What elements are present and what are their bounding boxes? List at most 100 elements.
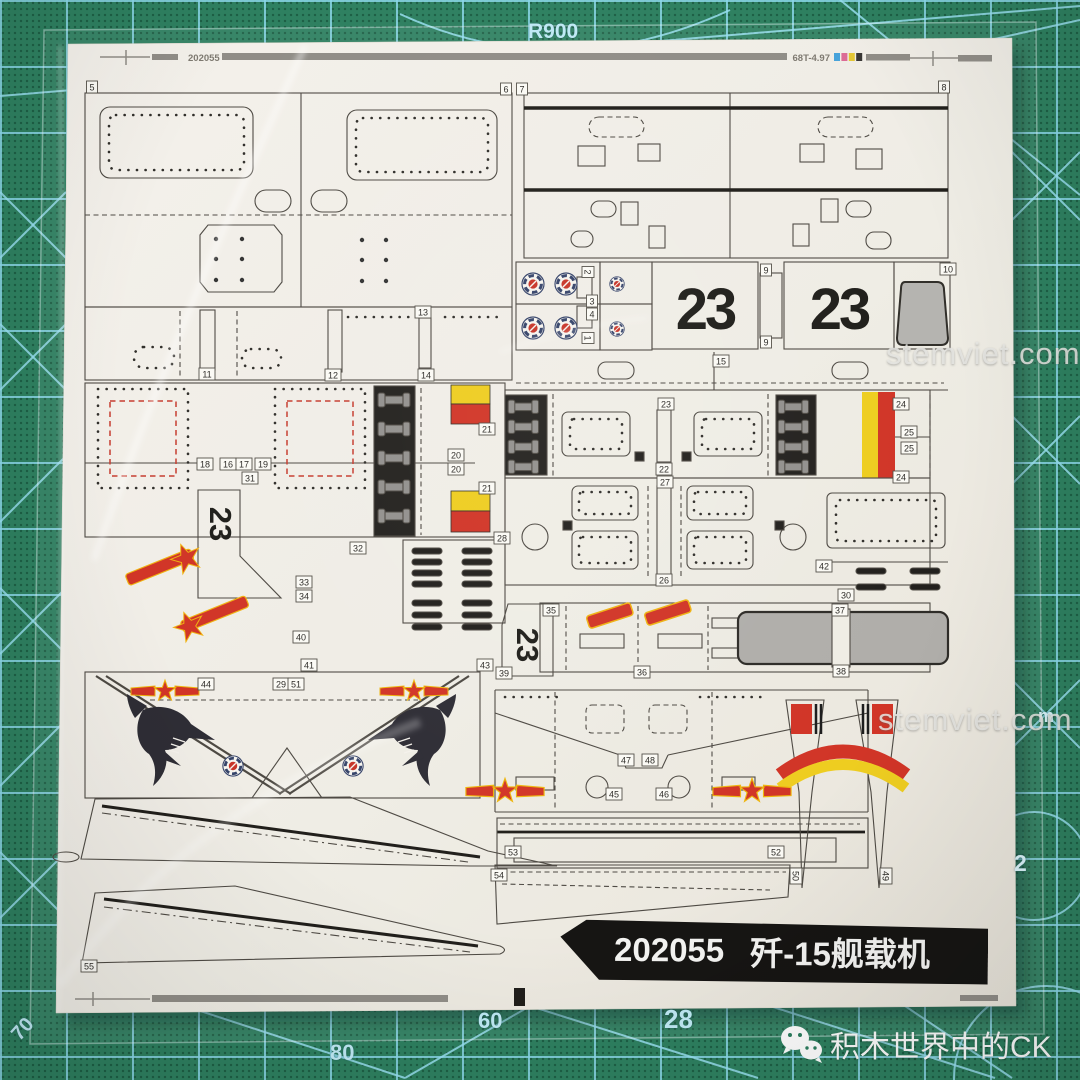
red-stripe xyxy=(585,602,634,629)
svg-text:20: 20 xyxy=(451,464,461,474)
svg-text:31: 31 xyxy=(245,473,255,483)
svg-text:48: 48 xyxy=(645,755,655,765)
registration-marks xyxy=(75,50,998,1006)
part-label: 35 xyxy=(542,603,560,617)
mat-label-28: 28 xyxy=(664,1004,693,1034)
part-label: 20 xyxy=(447,448,465,462)
svg-text:32: 32 xyxy=(353,543,363,553)
svg-text:25: 25 xyxy=(904,427,914,437)
star-stripe xyxy=(125,543,201,586)
svg-text:19: 19 xyxy=(258,459,268,469)
svg-text:50: 50 xyxy=(791,871,801,881)
part-label: 22 xyxy=(655,462,673,476)
svg-text:13: 13 xyxy=(418,307,428,317)
part-label: 2 xyxy=(581,266,595,278)
watermark-channel-text: 积木世界中的CK xyxy=(830,1031,1052,1064)
part-label: 12 xyxy=(324,368,342,382)
aircraft-number-rotated: 23 xyxy=(510,628,545,662)
svg-text:2: 2 xyxy=(583,269,593,274)
part-label: 14 xyxy=(417,368,435,382)
color-calibration-chips xyxy=(834,53,863,61)
part-label: 3 xyxy=(586,294,598,308)
watermark-site: stemviet.com xyxy=(886,336,1080,371)
svg-text:4: 4 xyxy=(589,309,594,319)
svg-text:45: 45 xyxy=(609,789,619,799)
part-label: 21 xyxy=(478,481,496,495)
svg-text:8: 8 xyxy=(941,82,946,92)
part-label: 17 xyxy=(235,457,253,471)
svg-text:9: 9 xyxy=(763,337,768,347)
part-label: 31 xyxy=(241,471,259,485)
color-chip xyxy=(841,53,848,61)
part-label: 21 xyxy=(478,422,496,436)
part-label: 47 xyxy=(617,753,635,767)
part-label: 27 xyxy=(656,475,674,489)
svg-text:46: 46 xyxy=(659,789,669,799)
part-label: 44 xyxy=(197,677,215,691)
part-label: 20 xyxy=(447,462,465,476)
svg-text:1: 1 xyxy=(583,335,593,340)
svg-text:36: 36 xyxy=(637,667,647,677)
svg-text:9: 9 xyxy=(763,265,768,275)
watermark-site: stemviet.com xyxy=(878,702,1073,737)
part-label: 15 xyxy=(712,354,730,368)
svg-text:30: 30 xyxy=(841,590,851,600)
part-label: 51 xyxy=(287,677,305,691)
color-chip xyxy=(834,53,840,61)
part-label: 34 xyxy=(295,589,313,603)
svg-text:17: 17 xyxy=(239,459,249,469)
part-label: 4 xyxy=(586,307,598,321)
svg-text:51: 51 xyxy=(291,679,301,689)
aircraft-number: 23 xyxy=(676,277,736,342)
color-chip xyxy=(856,53,863,61)
part-label: 19 xyxy=(254,457,272,471)
part-label: 25 xyxy=(900,441,918,455)
svg-text:22: 22 xyxy=(659,464,669,474)
part-labels: 1234567899101112131415181617192020212122… xyxy=(80,80,957,973)
part-label: 32 xyxy=(349,541,367,555)
svg-text:49: 49 xyxy=(881,871,891,881)
svg-text:54: 54 xyxy=(494,870,504,880)
part-label: 24 xyxy=(892,397,910,411)
svg-text:6: 6 xyxy=(503,84,508,94)
part-label: 25 xyxy=(900,425,918,439)
svg-text:27: 27 xyxy=(660,477,670,487)
part-label: 30 xyxy=(837,588,855,602)
star-stripe xyxy=(172,595,250,644)
svg-text:21: 21 xyxy=(482,424,492,434)
part-label: 1 xyxy=(581,332,595,344)
part-label: 39 xyxy=(495,666,513,680)
mat-label-80: 80 xyxy=(330,1040,355,1065)
part-label: 53 xyxy=(504,845,522,859)
sheet-code-small: 202055 xyxy=(188,53,220,64)
part-label: 37 xyxy=(831,603,849,617)
part-label: 41 xyxy=(300,658,318,672)
plate-code: 68T-4.97 xyxy=(793,53,831,64)
svg-text:11: 11 xyxy=(202,369,211,379)
part-label: 33 xyxy=(295,575,313,589)
part-label: 40 xyxy=(292,630,310,644)
part-label: 26 xyxy=(655,573,673,587)
watermark-channel: 积木世界中的CK xyxy=(778,1022,1052,1066)
svg-text:47: 47 xyxy=(621,755,631,765)
svg-text:21: 21 xyxy=(482,483,492,493)
part-label: 52 xyxy=(767,845,785,859)
part-label: 9 xyxy=(760,263,772,277)
svg-text:24: 24 xyxy=(896,399,906,409)
svg-text:52: 52 xyxy=(771,847,781,857)
svg-text:53: 53 xyxy=(508,847,518,857)
red-stripe xyxy=(643,599,692,626)
part-label: 8 xyxy=(938,80,950,94)
part-label: 48 xyxy=(641,753,659,767)
svg-text:43: 43 xyxy=(480,660,490,670)
svg-text:15: 15 xyxy=(716,356,726,366)
part-label: 50 xyxy=(789,867,803,885)
svg-text:38: 38 xyxy=(836,666,846,676)
part-label: 42 xyxy=(815,559,833,573)
svg-text:40: 40 xyxy=(296,632,306,642)
decal-outlines xyxy=(52,92,951,964)
svg-text:7: 7 xyxy=(519,84,524,94)
mat-label-m: m xyxy=(1038,706,1055,726)
